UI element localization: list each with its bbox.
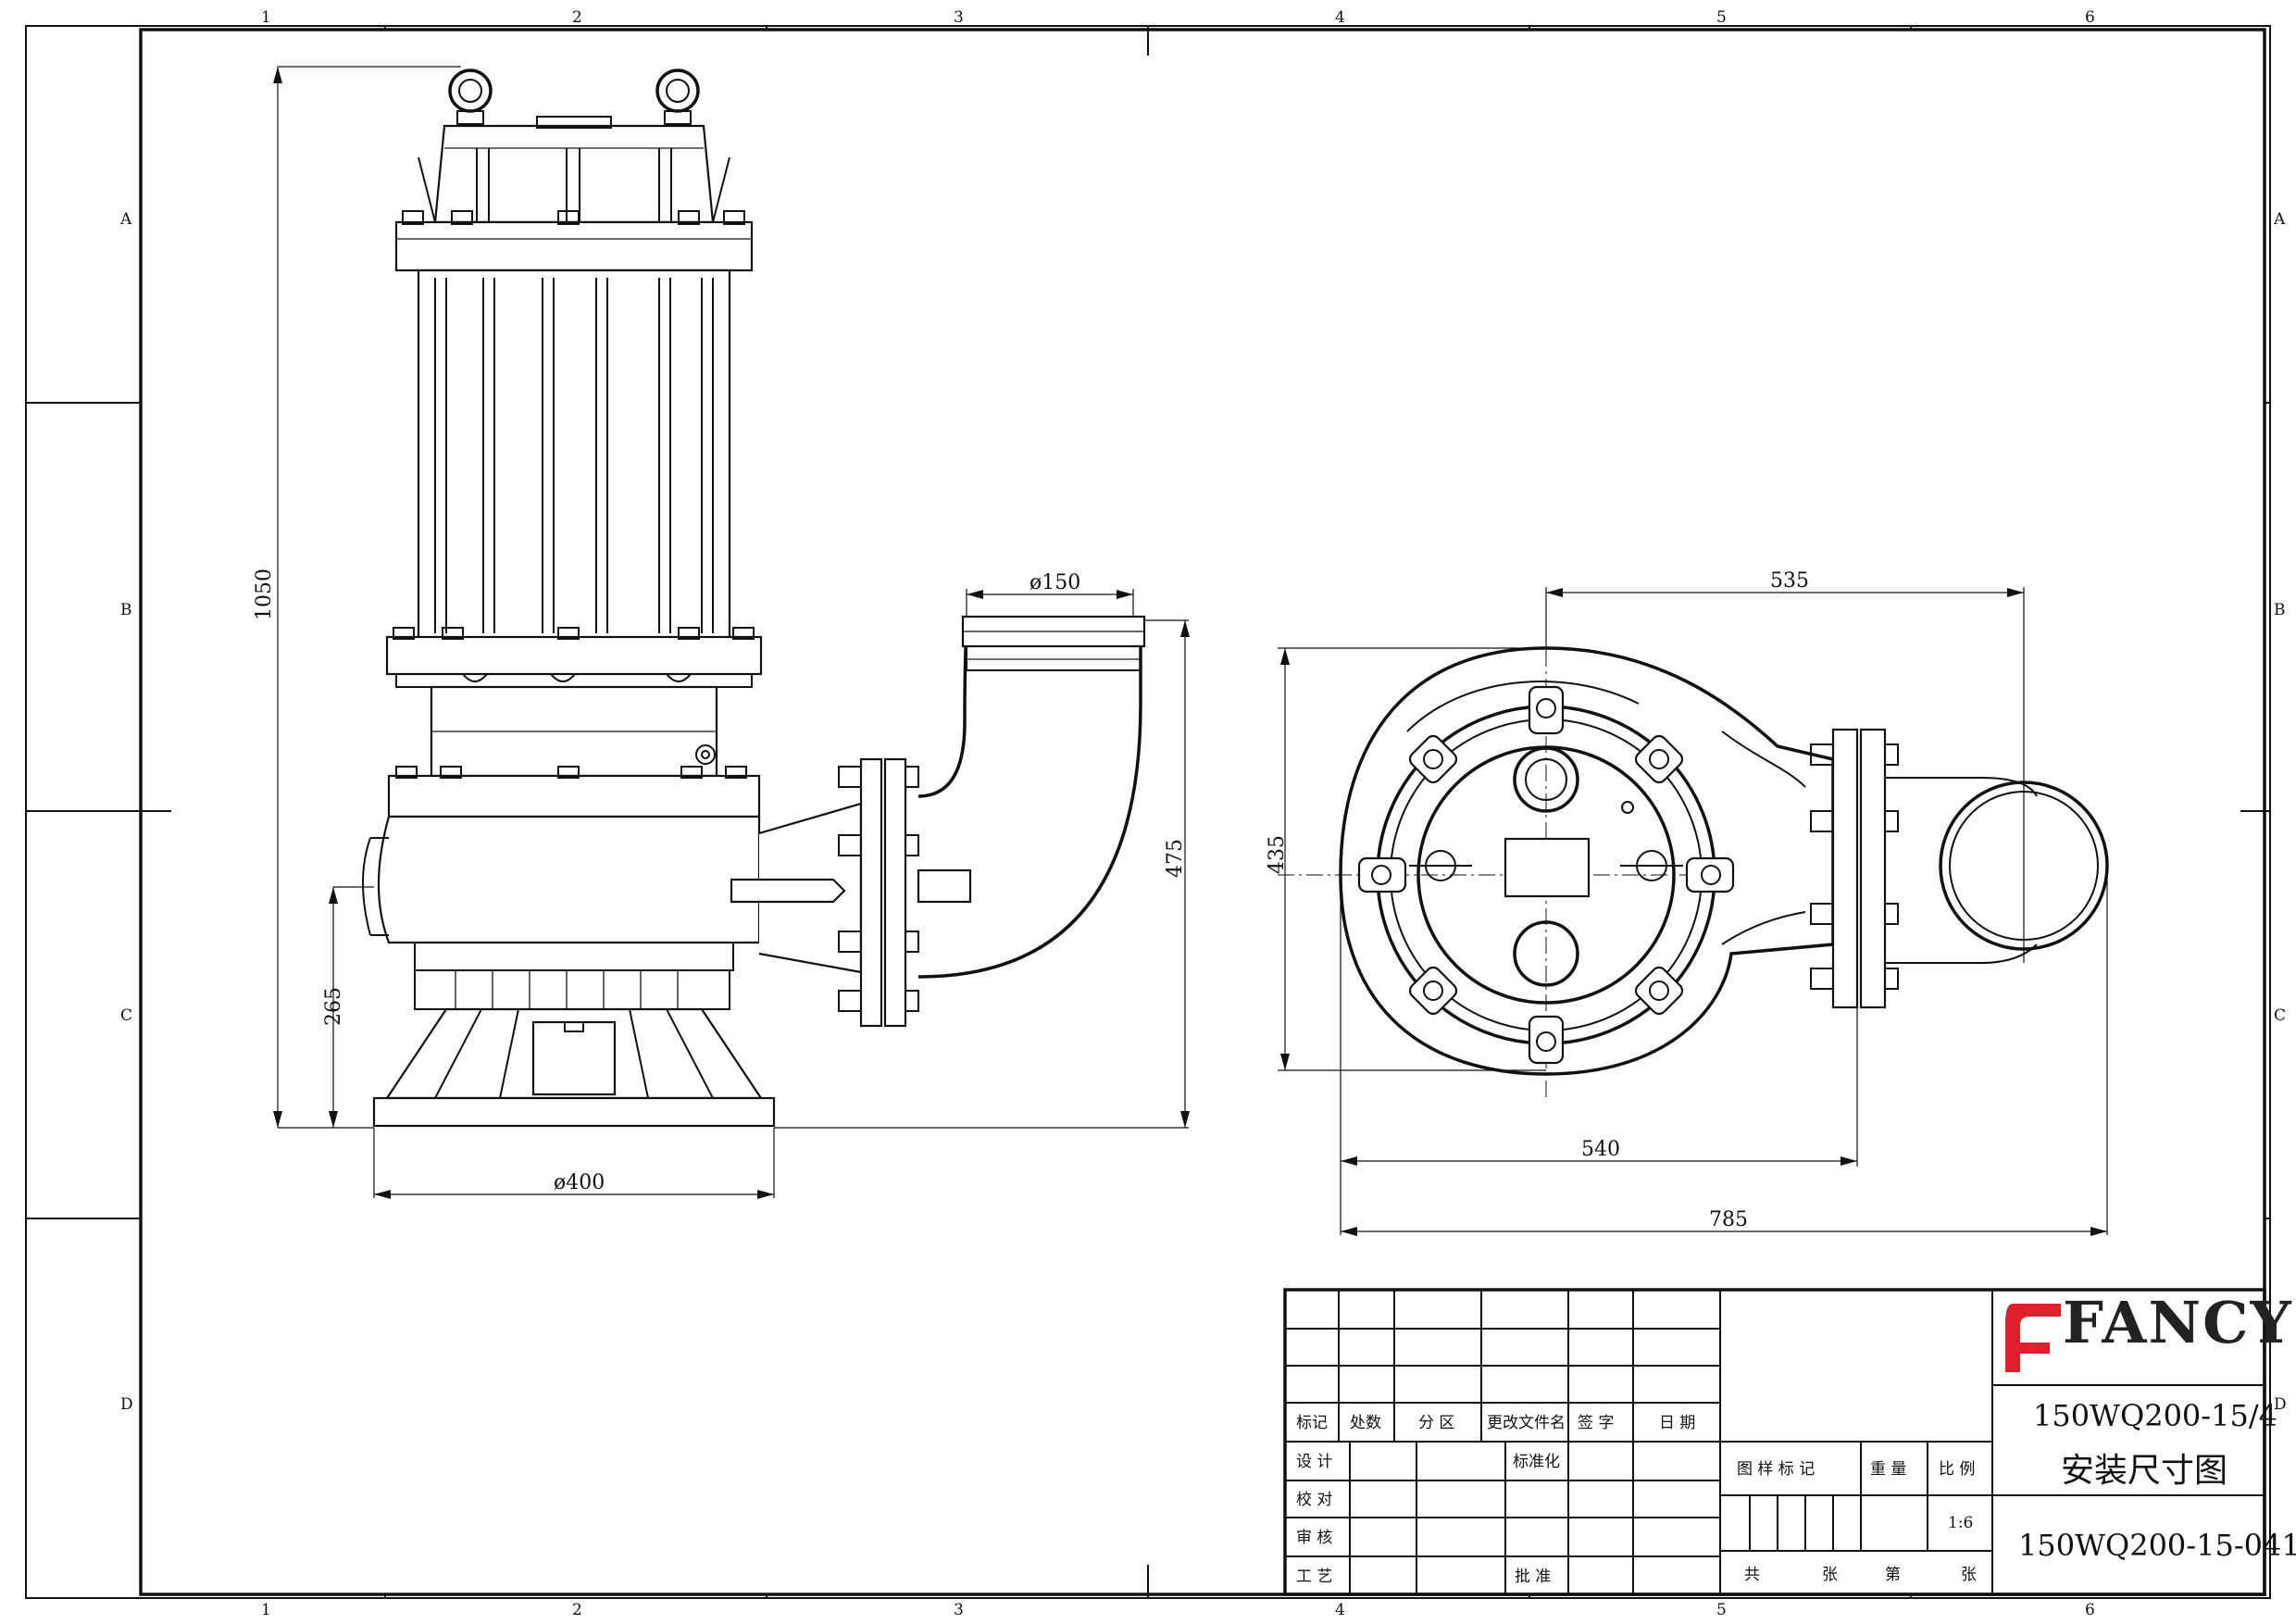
- tb-role-approve: 批 准: [1515, 1568, 1551, 1586]
- motor-lower-flange: [385, 635, 763, 676]
- dim-discharge-diameter: ø150: [1029, 571, 1080, 594]
- front-dimensions: 1050 265 475 ø150 ø400: [253, 66, 1190, 1199]
- zone-col-5-bottom: 5: [1716, 1601, 1727, 1619]
- dim-outlet-height: 475: [1164, 839, 1187, 878]
- zone-row-d: D: [120, 1395, 133, 1414]
- shaft-end: [730, 878, 846, 904]
- plan-cable-gland-top: [1513, 746, 1579, 813]
- tb-header-mark: 标记: [1296, 1414, 1328, 1432]
- volute-outline: [1339, 646, 1835, 1076]
- zone-row-a: A: [119, 210, 132, 229]
- zone-row-a-right: A: [2273, 210, 2286, 229]
- zone-col-1-bottom: 1: [261, 1601, 271, 1619]
- tb-role-standardize: 标准化: [1513, 1453, 1560, 1471]
- motor-housing: [417, 269, 731, 641]
- tb-role-check: 校 对: [1296, 1491, 1332, 1509]
- tb-drawing-name: 安装尺寸图: [2061, 1452, 2227, 1490]
- plan-lifting-eyes: [1409, 850, 1683, 881]
- tb-header-count: 处数: [1350, 1414, 1381, 1432]
- pump-plan-view: [1278, 593, 2109, 1098]
- tb-header-date: 日 期: [1659, 1414, 1695, 1432]
- zone-row-d-right: D: [2274, 1395, 2287, 1414]
- zone-col-2-bottom: 2: [572, 1601, 582, 1619]
- tb-sheet-unit: 张: [1961, 1566, 1977, 1584]
- fancy-logo-icon: [2005, 1304, 2061, 1372]
- zone-col-5: 5: [1716, 8, 1727, 27]
- zone-col-6-bottom: 6: [2085, 1601, 2095, 1619]
- zone-row-c: C: [120, 1006, 132, 1025]
- motor-top-flange: [394, 220, 754, 272]
- dim-base-diameter: ø400: [554, 1171, 605, 1194]
- zone-col-2: 2: [572, 8, 582, 27]
- tb-sheet-index: 第: [1885, 1566, 1901, 1584]
- dim-plan-offset: 535: [1770, 569, 1809, 593]
- motor-cooling-fins: [434, 278, 714, 633]
- nameplate: [917, 868, 972, 904]
- dim-plan-width: 435: [1266, 835, 1289, 874]
- zone-col-4: 4: [1335, 8, 1345, 27]
- discharge-flange-left: [859, 757, 883, 1028]
- tb-role-review: 审 核: [1296, 1529, 1332, 1547]
- dim-overall-height: 1050: [253, 568, 276, 620]
- brand-name: FANCY: [2063, 1289, 2293, 1356]
- plan-flange-bolts: [1810, 743, 1899, 990]
- dim-plan-length-540: 540: [1581, 1138, 1620, 1161]
- tb-sheets-total: 共: [1744, 1566, 1760, 1584]
- tb-scale-value: 1:6: [1948, 1514, 1973, 1532]
- plan-discharge-flange-left: [1831, 728, 1859, 1009]
- dim-plan-length-785: 785: [1709, 1208, 1748, 1231]
- sheet-frame: 1 2 3 4 5 6 1 2 3 4 5 6 A B C D A B C D: [25, 8, 2287, 1619]
- tb-role-design: 设 计: [1296, 1453, 1332, 1471]
- discharge-flange-bolts: [838, 766, 919, 1012]
- zone-col-4-bottom: 4: [1335, 1601, 1345, 1619]
- tb-scale-label: 比 例: [1939, 1460, 1975, 1479]
- zone-row-b: B: [120, 601, 132, 619]
- tb-header-signature: 签 字: [1578, 1414, 1614, 1432]
- zone-col-3: 3: [954, 8, 964, 27]
- plan-dimensions: 535 435 540 785: [1266, 569, 2108, 1236]
- plan-cable-gland-bottom: [1513, 920, 1579, 987]
- pump-base-plate: [372, 1096, 776, 1128]
- zone-row-b-right: B: [2274, 601, 2286, 619]
- pump-volute: [377, 815, 761, 944]
- tb-weight: 重 量: [1870, 1460, 1906, 1479]
- tb-drawing-number: 150WQ200-15-041: [2018, 1528, 2296, 1563]
- lifting-eye-left: [448, 69, 493, 125]
- tb-model: 150WQ200-15/4: [2033, 1398, 2277, 1433]
- plan-flange-lugs: [1357, 685, 1735, 1065]
- tb-sheets-unit: 张: [1822, 1566, 1838, 1584]
- plan-discharge-flange-right: [1859, 728, 1887, 1009]
- zone-col-6: 6: [2085, 8, 2095, 27]
- zone-col-3-bottom: 3: [954, 1601, 964, 1619]
- dim-inlet-height: 265: [322, 987, 345, 1026]
- tb-stage-mark: 图 样 标 记: [1737, 1460, 1815, 1479]
- zone-row-c-right: C: [2274, 1006, 2286, 1025]
- lifting-eye-right: [655, 69, 700, 125]
- tb-role-process: 工 艺: [1296, 1568, 1332, 1586]
- plan-junction-box: [1504, 837, 1591, 898]
- title-block: 标记 处数 分 区 更改文件名 签 字 日 期 设 计 标准化 校 对 审 核 …: [1283, 1288, 2296, 1596]
- strainer: [414, 969, 730, 1010]
- tb-header-change-doc: 更改文件名: [1487, 1414, 1566, 1432]
- discharge-flange-right: [883, 757, 907, 1028]
- pump-front-view: [362, 69, 1146, 1128]
- zone-col-1: 1: [261, 8, 271, 27]
- tb-header-zone: 分 区: [1418, 1414, 1454, 1432]
- volute-upper-flange: [387, 774, 761, 818]
